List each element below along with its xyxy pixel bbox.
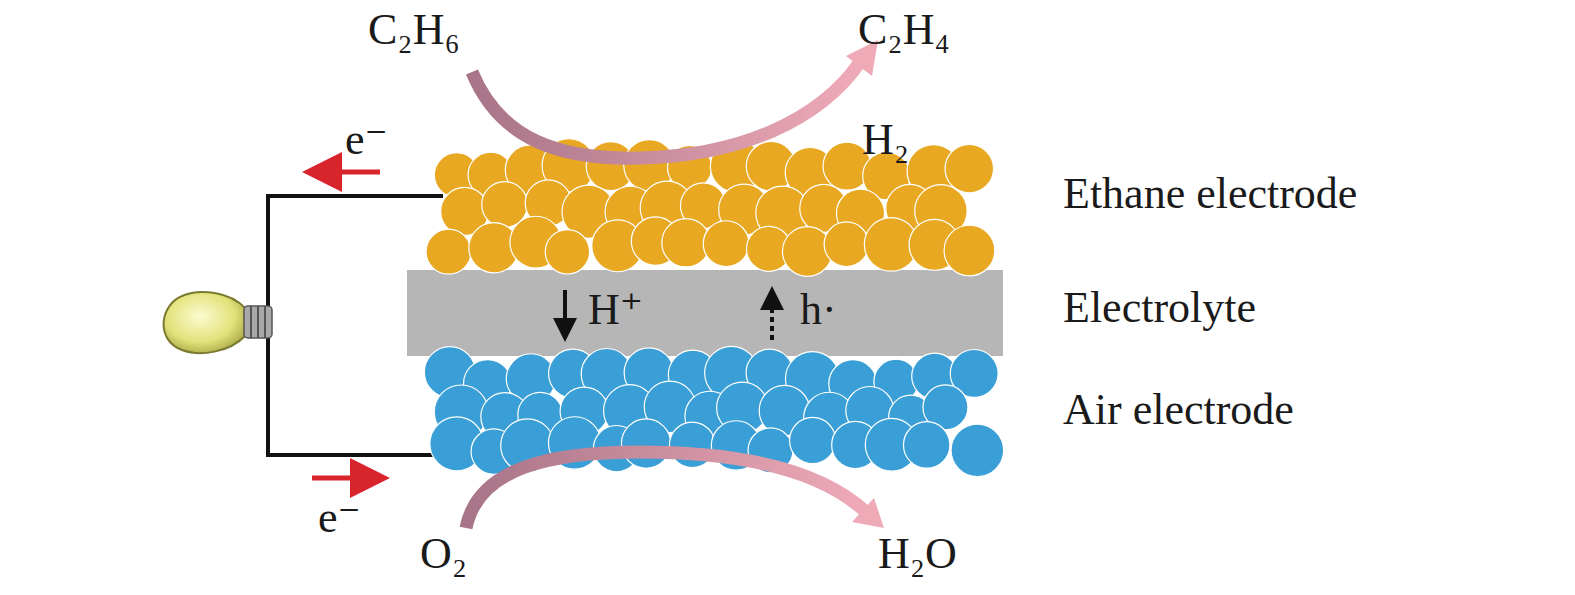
species-label: h· <box>800 286 837 334</box>
layer-label: Electrolyte <box>1063 284 1256 332</box>
species-label: e⁻ <box>318 494 361 542</box>
hole-arrow <box>770 298 774 340</box>
particle <box>545 230 589 274</box>
particle <box>944 225 995 276</box>
electrode-layer: Air electrode <box>428 356 998 470</box>
species-label: O₂ <box>420 530 467 578</box>
arrow-head <box>852 498 884 528</box>
species-label: H₂O <box>878 530 957 578</box>
particle <box>951 424 1004 477</box>
particle <box>903 422 949 468</box>
species-label: H⁺ <box>588 286 643 334</box>
electron-arrow <box>312 476 370 481</box>
particle <box>621 419 670 468</box>
layer-label: Ethane electrode <box>1063 170 1357 218</box>
particle <box>790 417 836 463</box>
species-label: C₂H₆ <box>368 6 460 54</box>
electrode-layer: Electrolyte <box>407 270 1003 356</box>
layer-label: Air electrode <box>1063 386 1294 434</box>
ethane-electrode-particles <box>426 139 995 277</box>
electrolyte-band <box>407 270 1003 356</box>
particle <box>703 221 749 267</box>
electrode-layer: Ethane electrode <box>428 140 1000 270</box>
particle <box>426 229 471 274</box>
particle <box>824 222 869 267</box>
light-bulb <box>164 292 272 353</box>
electron-arrow <box>322 170 380 175</box>
proton-arrow <box>563 290 567 330</box>
species-label: e⁻ <box>345 116 388 164</box>
species-label: C₂H₄ <box>858 6 950 54</box>
gas-flow-arrow <box>466 452 866 528</box>
gas-flow-arrow <box>472 62 860 158</box>
species-label: H₂ <box>862 116 909 164</box>
particle <box>945 144 993 192</box>
